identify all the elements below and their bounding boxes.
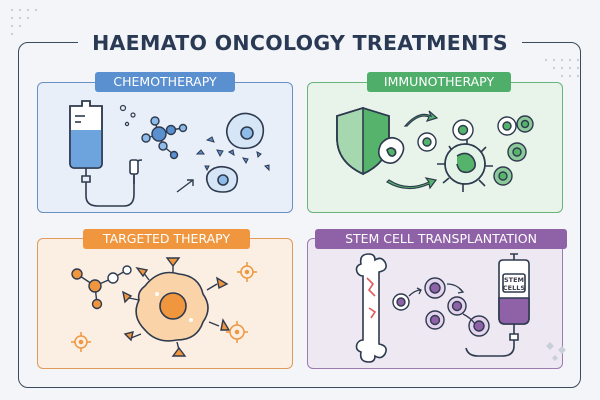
cancer-cell-icon [205,112,265,193]
molecule-icon [71,265,132,310]
blood-bag-icon [465,253,530,357]
cancer-cell-icon [135,271,209,342]
dot-pattern-top-right [544,58,580,78]
t-cell-icon [437,136,493,192]
target-crosshair-icon [71,262,257,352]
bag-label-line-1: STEM [504,276,524,284]
immunotherapy-illustration [336,106,534,192]
shield-icon [336,106,405,176]
label-targeted-therapy: TARGETED THERAPY [83,229,250,249]
chemotherapy-illustration [69,100,270,207]
label-immunotherapy: IMMUNOTHERAPY [367,72,511,92]
page-title: HAEMATO ONCOLOGY TREATMENTS [78,28,522,58]
label-stem-cell-transplantation: STEM CELL TRANSPLANTATION [315,229,567,249]
diamond-pattern-bottom-right [546,342,566,361]
targeted-therapy-illustration [71,257,257,357]
stem-cell-icon [392,277,490,337]
bag-label-line-2: CELLS [503,284,525,292]
dot-pattern-top-left [10,8,38,36]
bone-icon [355,253,387,363]
label-chemotherapy: CHEMOTHERAPY [95,72,235,92]
stem-cell-illustration: STEM CELLS [355,253,530,363]
iv-bag-icon [69,100,143,207]
drug-molecule-icon [141,116,188,160]
